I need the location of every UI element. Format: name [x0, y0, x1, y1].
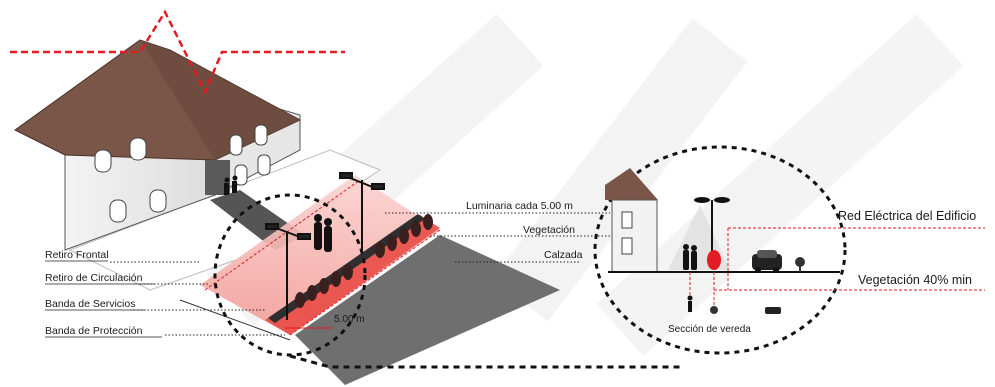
dimension-label: 5.00 m: [334, 314, 365, 325]
label-vegetacion-min: Vegetación 40% min: [858, 273, 972, 287]
tree-icon: [795, 257, 805, 272]
section-detail: Sección de vereda: [595, 147, 845, 353]
label-banda-proteccion: Banda de Protección: [45, 325, 143, 337]
label-luminaria: Luminaria cada 5.00 m: [466, 200, 573, 212]
tree-icon: [710, 306, 718, 314]
label-vegetacion: Vegetación: [523, 224, 575, 236]
label-calzada: Calzada: [544, 249, 583, 261]
label-retiro-frontal: Retiro Frontal: [45, 249, 109, 261]
label-red-electrica: Red Eléctrica del Edificio: [838, 209, 976, 223]
tree-icon: [707, 250, 721, 270]
walking-person-icon: [688, 296, 693, 313]
label-banda-servicios: Banda de Servicios: [45, 298, 135, 310]
label-retiro-circulacion: Retiro de Circulación: [45, 272, 143, 284]
section-caption: Sección de vereda: [668, 324, 751, 335]
car-icon: [765, 307, 781, 314]
